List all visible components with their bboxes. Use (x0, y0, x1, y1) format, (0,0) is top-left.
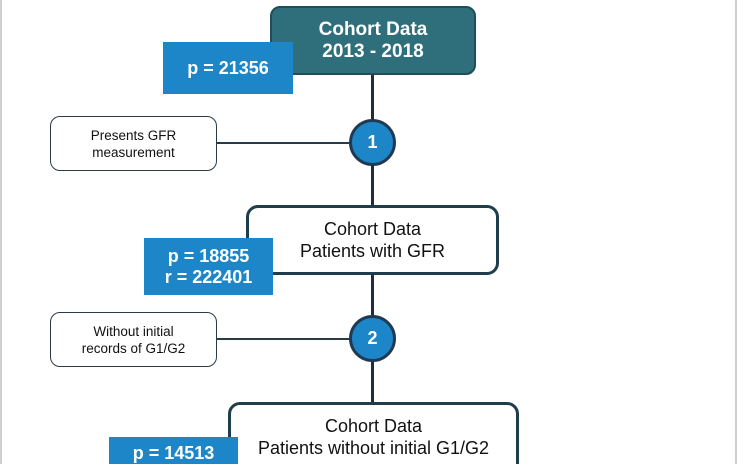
step-1-number: 1 (367, 132, 378, 152)
left-frame-border (0, 0, 2, 464)
cohort-data-box-bottom: Cohort Data Patients without initial G1/… (228, 402, 519, 464)
step-2-circle: 2 (349, 315, 396, 362)
step-1-circle: 1 (349, 119, 396, 166)
note-2-line-1: Without initial (93, 323, 174, 339)
mid-box-title: Cohort Data (323, 219, 422, 239)
cohort-data-box-mid: Cohort Data Patients with GFR (246, 205, 499, 275)
note-1-line-2: measurement (92, 144, 175, 160)
patient-count: p = 18855 (167, 245, 250, 266)
cohort-data-box-top: Cohort Data 2013 - 2018 (270, 6, 476, 75)
count-badge-top: p = 21356 (163, 42, 293, 94)
count-badge-bottom: p = 14513 (109, 437, 238, 464)
bottom-box-subtitle: Patients without initial G1/G2 (257, 438, 490, 458)
patient-count: p = 21356 (187, 57, 269, 78)
mid-box-subtitle: Patients with GFR (299, 241, 446, 261)
note-1-connector (217, 142, 351, 144)
count-badge-mid: p = 18855 r = 222401 (144, 238, 273, 295)
top-box-years: 2013 - 2018 (322, 40, 424, 62)
right-frame-border (735, 0, 737, 464)
note-2-connector (217, 338, 351, 340)
bottom-box-title: Cohort Data (324, 416, 423, 436)
top-box-title: Cohort Data (318, 18, 428, 40)
note-1-line-1: Presents GFR (90, 127, 177, 143)
patient-count: p = 14513 (132, 443, 215, 463)
note-2-line-2: records of G1/G2 (81, 340, 186, 356)
filter-note-2: Without initial records of G1/G2 (50, 312, 217, 367)
record-count: r = 222401 (164, 266, 253, 287)
filter-note-1: Presents GFR measurement (50, 116, 217, 171)
step-2-number: 2 (367, 328, 378, 348)
